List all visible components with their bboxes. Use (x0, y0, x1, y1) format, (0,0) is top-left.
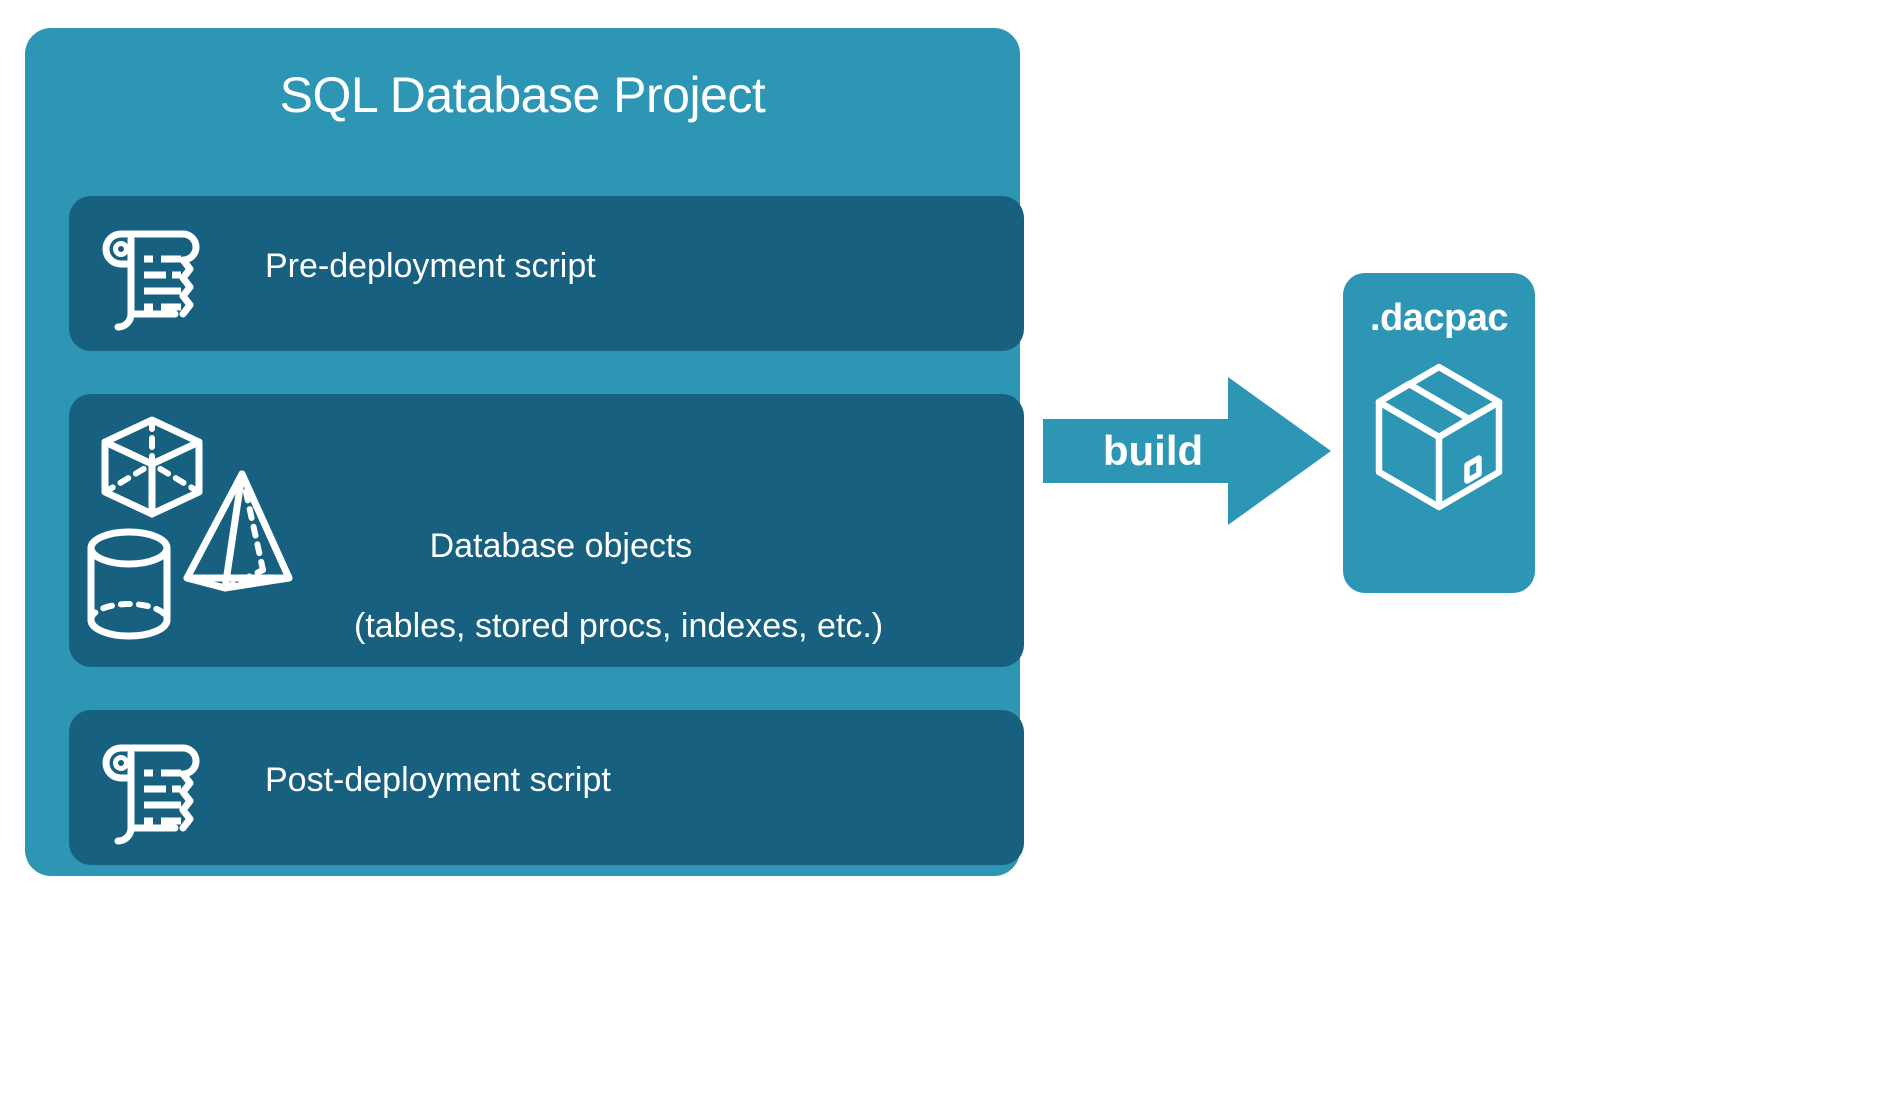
row-post-deployment[interactable]: Post-deployment script (69, 710, 1024, 865)
dacpac-output-card[interactable]: .dacpac (1343, 273, 1535, 593)
scroll-icon (89, 734, 219, 845)
cube-icon (97, 412, 207, 522)
database-objects-line1: Database objects (429, 527, 693, 566)
package-box-icon (1369, 357, 1509, 517)
row-label-pre-deployment: Pre-deployment script (265, 247, 596, 285)
sql-database-project-container: SQL Database Project (25, 28, 1024, 876)
row-label-database-objects: Database objects (tables, stored procs, … (354, 486, 883, 727)
scroll-icon (89, 220, 219, 331)
build-arrow-icon (1043, 375, 1333, 527)
dacpac-title: .dacpac (1343, 297, 1535, 340)
database-objects-line2: (tables, stored procs, indexes, etc.) (354, 607, 884, 646)
project-title-text: SQL Database Project (279, 67, 766, 123)
row-pre-deployment[interactable]: Pre-deployment script (69, 196, 1024, 351)
pyramid-icon (177, 466, 307, 596)
cylinder-icon (79, 524, 179, 644)
page-title: SQL Database Project (25, 70, 1020, 120)
row-database-objects[interactable]: Database objects (tables, stored procs, … (69, 394, 1024, 667)
dacpac-title-text: .dacpac (1369, 297, 1509, 339)
row-label-post-deployment: Post-deployment script (265, 761, 611, 799)
